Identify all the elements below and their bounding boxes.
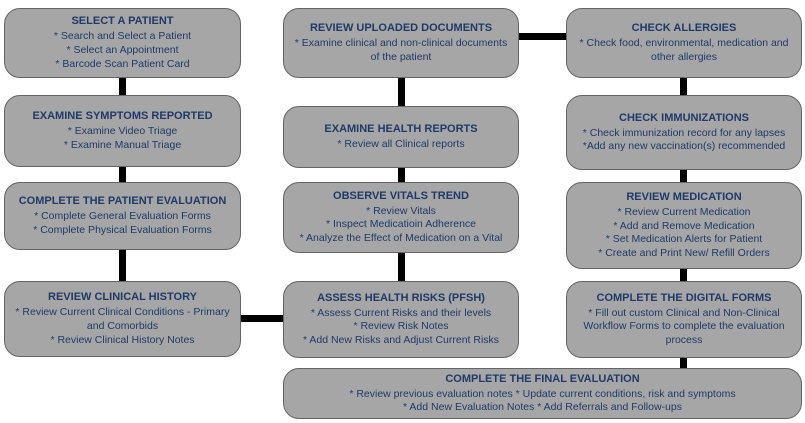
flow-step-review-clinical-history: REVIEW CLINICAL HISTORY * Review Current… <box>4 281 241 357</box>
flow-step-assess-health-risks-pfsh: ASSESS HEALTH RISKS (PFSH) * Assess Curr… <box>283 281 519 358</box>
step-title: OBSERVE VITALS TREND <box>333 189 469 202</box>
step-bullet: * Inspect Medicatioin Adherence <box>325 218 476 231</box>
step-title: EXAMINE SYMPTOMS REPORTED <box>32 110 213 123</box>
step-bullet: * Assess Current Risks and their levels <box>310 306 492 319</box>
step-bullet: * Examine clinical and non-clinical docu… <box>294 37 508 63</box>
flow-step-observe-vitals-trend: OBSERVE VITALS TREND * Review Vitals * I… <box>283 182 519 253</box>
flow-step-complete-the-final-evaluation: COMPLETE THE FINAL EVALUATION * Review p… <box>283 368 802 419</box>
flow-step-examine-symptoms-reported: EXAMINE SYMPTOMS REPORTED * Examine Vide… <box>4 95 241 167</box>
step-title: COMPLETE THE FINAL EVALUATION <box>445 372 640 385</box>
step-title: CHECK IMMUNIZATIONS <box>619 111 749 124</box>
step-bullet: * Add New Risks and Adjust Current Risks <box>302 334 500 347</box>
connector-column2-spine <box>398 40 405 320</box>
step-title: REVIEW CLINICAL HISTORY <box>48 291 197 304</box>
step-bullet: * Check immunization record for any laps… <box>582 126 786 139</box>
step-bullet: * Analyze the Effect of Medication on a … <box>299 232 503 245</box>
flow-step-examine-health-reports: EXAMINE HEALTH REPORTS * Review all Clin… <box>283 106 519 168</box>
step-bullet: * Review all Clinical reports <box>337 137 465 150</box>
flow-step-complete-the-digital-forms: COMPLETE THE DIGITAL FORMS * Fill out cu… <box>566 281 802 358</box>
step-bullet: * Examine Video Triage <box>67 125 178 138</box>
step-bullet: * Create and Print New/ Refill Orders <box>598 247 770 260</box>
step-title: REVIEW UPLOADED DOCUMENTS <box>309 22 493 35</box>
step-bullet: * Set Medication Alerts for Patient <box>605 233 763 246</box>
step-title: ASSESS HEALTH RISKS (PFSH) <box>317 291 485 304</box>
flow-step-check-immunizations: CHECK IMMUNIZATIONS * Check immunization… <box>566 95 802 170</box>
step-bullet: * Review Risk Notes <box>353 320 449 333</box>
flow-step-check-allergies: CHECK ALLERGIES * Check food, environmen… <box>566 8 802 78</box>
step-title: CHECK ALLERGIES <box>631 22 737 35</box>
step-bullet: * Search and Select a Patient <box>53 30 192 43</box>
step-bullet: * Review Vitals <box>366 204 436 217</box>
step-title: COMPLETE THE PATIENT EVALUATION <box>18 195 227 208</box>
step-bullet: * Review Clinical History Notes <box>50 333 195 346</box>
step-bullet: * Select an Appointment <box>66 43 179 56</box>
step-bullet: *Add any new vaccination(s) recommended <box>582 140 786 153</box>
step-title: EXAMINE HEALTH REPORTS <box>324 123 478 136</box>
step-bullet: * Check food, environmental, medication … <box>579 37 789 63</box>
connector-column1-spine <box>119 40 126 320</box>
step-bullet: * Barcode Scan Patient Card <box>55 57 190 70</box>
step-bullet: * Review Current Medication <box>617 205 751 218</box>
step-bullet: * Complete Physical Evaluation Forms <box>33 223 212 236</box>
connector-row4 <box>200 315 350 322</box>
step-title: REVIEW MEDICATION <box>626 190 742 203</box>
step-bullet: * Add New Evaluation Notes * Add Referra… <box>403 401 682 414</box>
step-title: COMPLETE THE DIGITAL FORMS <box>596 291 772 304</box>
step-title: SELECT A PATIENT <box>71 15 174 28</box>
step-bullet: * Add and Remove Medication <box>613 219 755 232</box>
step-bullet: * Review previous evaluation notes * Upd… <box>349 387 736 400</box>
flow-step-complete-the-patient-evaluation: COMPLETE THE PATIENT EVALUATION * Comple… <box>4 182 241 250</box>
step-bullet: * Review Current Clinical Conditions - P… <box>15 306 230 332</box>
flow-step-review-uploaded-documents: REVIEW UPLOADED DOCUMENTS * Examine clin… <box>283 8 519 78</box>
step-bullet: * Complete General Evaluation Forms <box>34 210 211 223</box>
flow-step-select-a-patient: SELECT A PATIENT * Search and Select a P… <box>4 8 241 78</box>
flow-step-review-medication: REVIEW MEDICATION * Review Current Medic… <box>566 182 802 269</box>
step-bullet: * Examine Manual Triage <box>63 138 182 151</box>
step-bullet: * Fill out custom Clinical and Non-Clini… <box>583 306 785 347</box>
